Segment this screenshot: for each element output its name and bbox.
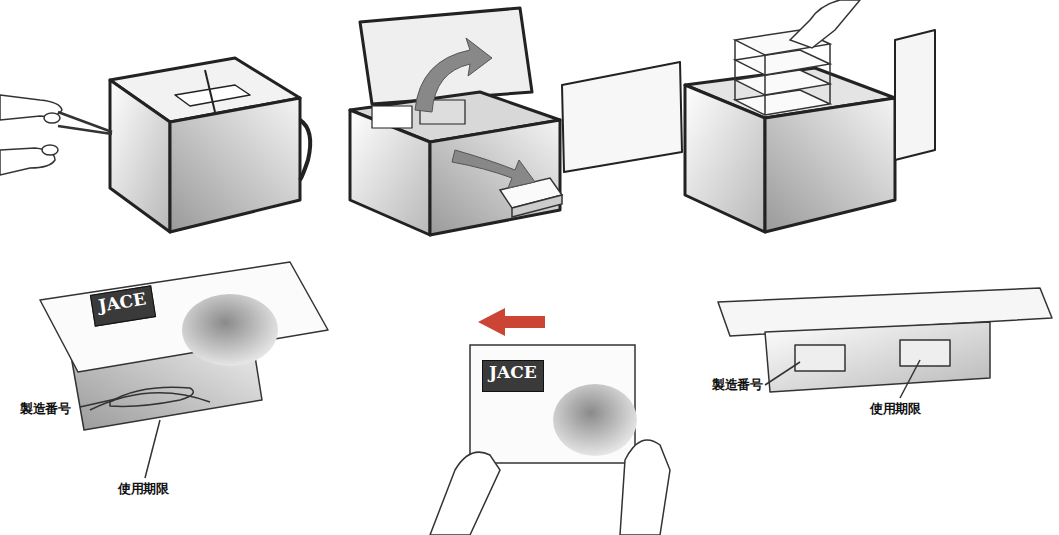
brand-logo: JACE xyxy=(482,360,544,392)
part-label: 製造番号 xyxy=(20,400,70,418)
held-plate xyxy=(430,345,670,535)
sealed-box xyxy=(110,58,310,232)
box-with-stack xyxy=(685,30,935,232)
open-box xyxy=(350,8,682,235)
inverted-tray xyxy=(718,288,1052,398)
part-label: 使用期限 xyxy=(118,480,168,498)
pack-stack xyxy=(735,0,860,115)
part-label: 製造番号 xyxy=(712,376,762,394)
direction-arrow xyxy=(478,308,545,336)
curved-arrows xyxy=(415,38,535,188)
tray-with-plate xyxy=(40,262,328,478)
hand-with-scissors xyxy=(0,95,112,175)
part-label: 使用期限 xyxy=(870,400,920,418)
